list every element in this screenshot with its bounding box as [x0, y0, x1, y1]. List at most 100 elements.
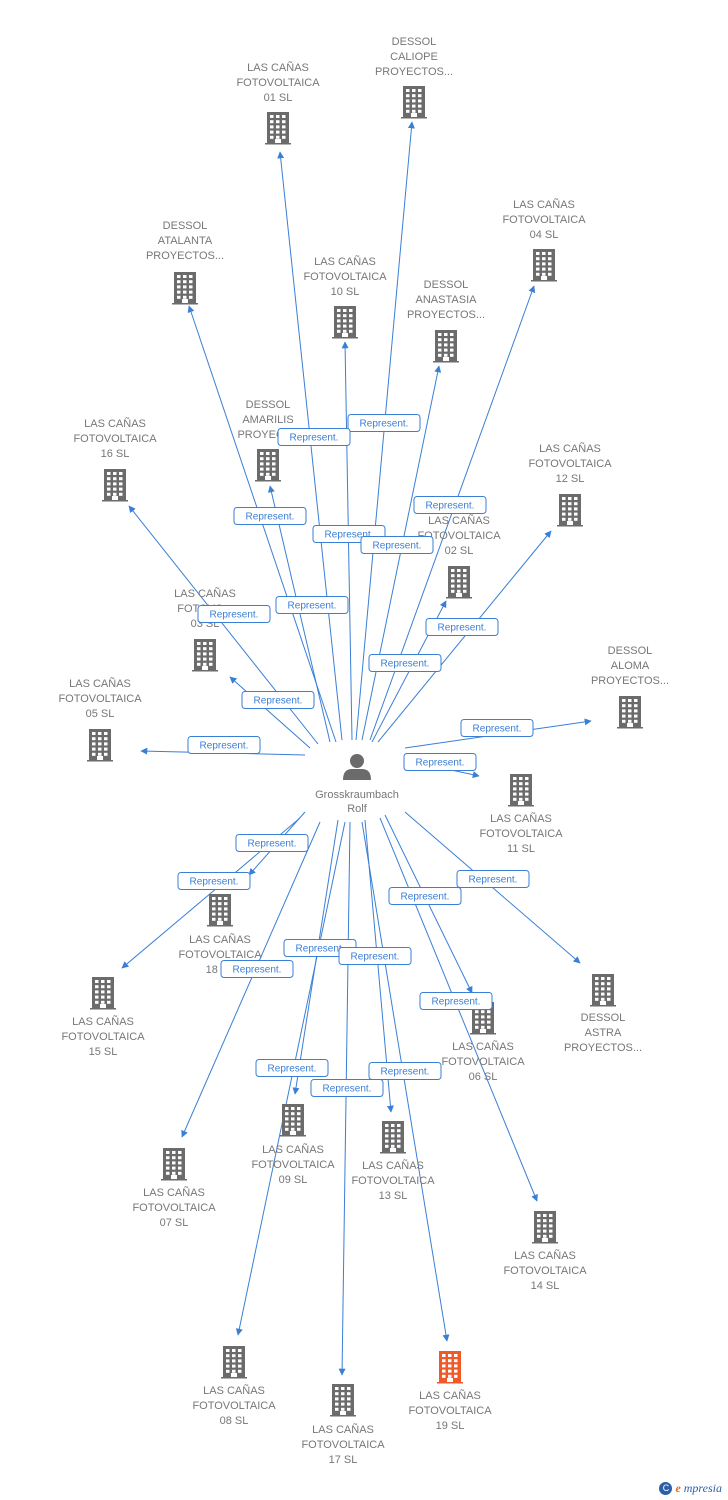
edge-lc07: [181, 821, 321, 1138]
relation-label: Represent.: [419, 992, 493, 1010]
relation-label-text: Represent.: [254, 696, 303, 707]
company-label-line: FOTOVOLTAICA: [503, 1265, 587, 1277]
company-label-line: ANASTASIA: [416, 294, 478, 306]
building-icon: [265, 112, 291, 145]
company-node-anastasia[interactable]: DESSOLANASTASIAPROYECTOS...: [407, 279, 485, 363]
relation-label: Represent.: [403, 753, 477, 771]
company-label-line: FOTOVOLTAICA: [192, 1400, 276, 1412]
company-label-line: 07 SL: [160, 1217, 189, 1229]
company-label-line: LAS CAÑAS: [143, 1186, 205, 1199]
company-label-line: FOTOVOLTAICA: [251, 1159, 335, 1171]
company-label-line: DESSOL: [246, 399, 291, 411]
company-node-atalanta[interactable]: DESSOLATALANTAPROYECTOS...: [146, 220, 224, 305]
relation-label-text: Represent.: [246, 512, 295, 523]
building-icon: [255, 449, 281, 482]
relation-label-text: Represent.: [288, 601, 337, 612]
building-icon: [87, 729, 113, 762]
relation-label: Represent.: [187, 736, 261, 754]
relation-label-text: Represent.: [248, 839, 297, 850]
building-icon: [532, 1211, 558, 1244]
company-label-line: CALIOPE: [390, 51, 438, 63]
building-icon: [172, 272, 198, 305]
company-label-line: LAS CAÑAS: [247, 61, 309, 74]
relation-label: Represent.: [177, 872, 251, 890]
relation-label-text: Represent.: [325, 530, 374, 541]
company-node-astra[interactable]: DESSOLASTRAPROYECTOS...: [564, 974, 642, 1054]
relation-label-text: Represent.: [401, 892, 450, 903]
company-label-line: 06 SL: [469, 1071, 498, 1083]
relation-label: Represent.: [460, 719, 534, 737]
company-label-line: FOTOVOLTAICA: [417, 530, 501, 542]
company-label-line: DESSOL: [581, 1012, 626, 1024]
relation-label: Represent.: [310, 1079, 384, 1097]
edge-lc17: [338, 821, 351, 1376]
building-icon: [590, 974, 616, 1007]
company-label-line: 01 SL: [264, 92, 293, 104]
company-label-line: ASTRA: [585, 1027, 622, 1039]
company-label-line: LAS CAÑAS: [312, 1423, 374, 1436]
building-icon: [330, 1384, 356, 1417]
relation-label: Represent.: [347, 414, 421, 432]
company-label-line: 14 SL: [531, 1280, 560, 1292]
relation-label: Represent.: [360, 536, 434, 554]
relation-label: Represent.: [456, 870, 530, 888]
company-node-aloma[interactable]: DESSOLALOMAPROYECTOS...: [591, 645, 669, 729]
company-label-line: PROYECTOS...: [146, 250, 224, 262]
relation-label: Represent.: [277, 428, 351, 446]
company-node-amarilis[interactable]: DESSOLAMARILISPROYECT...: [237, 399, 299, 482]
company-label-line: LAS CAÑAS: [174, 587, 236, 600]
edge-lc12: [377, 530, 552, 743]
copyright-icon: C: [659, 1482, 673, 1495]
building-icon: [617, 696, 643, 729]
building-icon: [508, 774, 534, 807]
company-node-lc17[interactable]: LAS CAÑAS FOTOVOLTAICA 17 SL: [301, 1384, 385, 1466]
relation-label-text: Represent.: [381, 1067, 430, 1078]
company-label-line: FOTOVOLTAICA: [61, 1031, 145, 1043]
building-icon: [207, 894, 233, 927]
brand-name: mpresia: [683, 1481, 722, 1495]
building-icon: [433, 330, 459, 363]
company-label-line: 12 SL: [556, 473, 585, 485]
relation-label: Represent.: [338, 947, 412, 965]
company-label-line: DESSOL: [392, 36, 437, 48]
company-label-line: LAS CAÑAS: [314, 255, 376, 268]
company-label-line: PROYECTOS...: [591, 675, 669, 687]
company-node-calliope[interactable]: DESSOLCALIOPEPROYECTOS...: [375, 36, 453, 119]
relation-label: Represent.: [388, 887, 462, 905]
company-label-line: LAS CAÑAS: [513, 198, 575, 211]
company-label-line: FOTOVOLTAICA: [58, 693, 142, 705]
company-label-line: FOTOVOLTAICA: [236, 77, 320, 89]
company-label-line: LAS CAÑAS: [362, 1159, 424, 1172]
company-label-line: 11 SL: [507, 843, 535, 855]
building-icon: [102, 469, 128, 502]
relation-label: Represent.: [241, 691, 315, 709]
company-label-line: 17 SL: [329, 1454, 358, 1466]
relation-label: Represent.: [220, 960, 294, 978]
company-label-line: LAS CAÑAS: [84, 417, 146, 430]
company-label-line: LAS CAÑAS: [428, 514, 490, 527]
company-node-lc01[interactable]: LAS CAÑAS FOTOVOLTAICA 01 SL: [236, 61, 320, 145]
relation-label-text: Represent.: [296, 944, 345, 955]
company-label-line: 04 SL: [530, 229, 559, 241]
company-label-line: FOTOVOLTAICA: [301, 1439, 385, 1451]
relation-label-text: Represent.: [416, 758, 465, 769]
building-icon: [446, 566, 472, 599]
